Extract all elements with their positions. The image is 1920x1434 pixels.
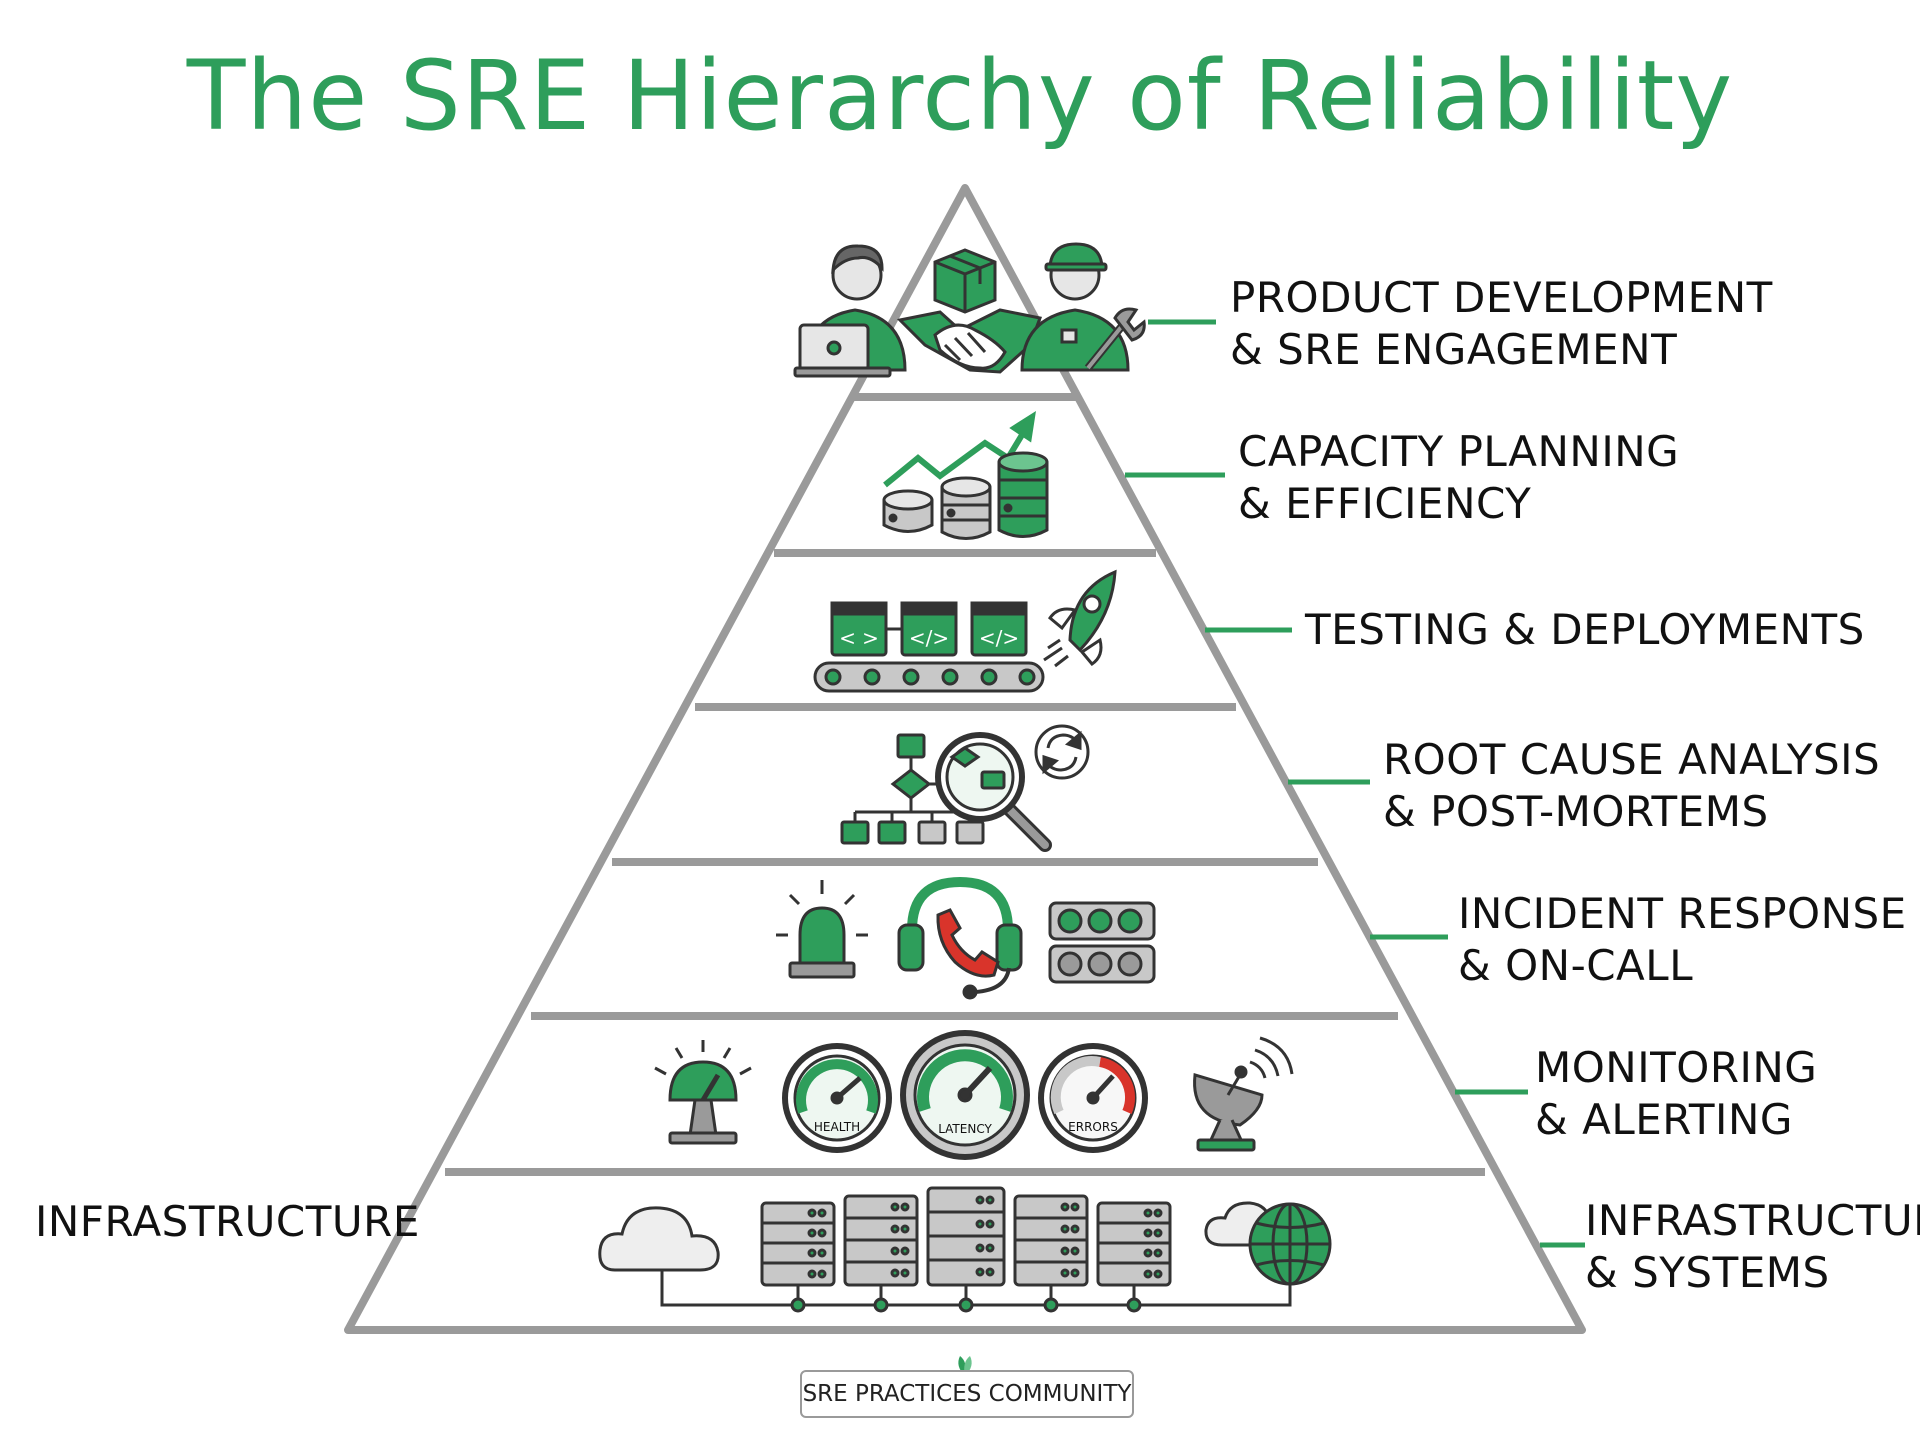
errors-gauge: ERRORS [1038, 1043, 1148, 1153]
gauge-label-health: HEALTH [814, 1120, 860, 1134]
code-window-icon: < > </> </> [830, 601, 1028, 657]
growth-arrow-icon [883, 423, 1031, 488]
level-label-line: & EFFICIENCY [1238, 479, 1532, 528]
package-icon [933, 248, 997, 314]
level-6-icons: HEALTH LATENCY ERRORS [654, 1030, 1294, 1160]
satellite-dish-icon [1193, 1036, 1294, 1152]
level-label-line: ROOT CAUSE ANALYSIS [1383, 735, 1881, 784]
level-label-line: & SRE ENGAGEMENT [1230, 325, 1678, 374]
level-label-line: & ALERTING [1535, 1095, 1793, 1144]
rocket-icon [1043, 569, 1117, 668]
flowchart-icon [840, 733, 985, 845]
magnifier-icon [935, 732, 1052, 852]
cloud-icon [598, 1206, 720, 1272]
status-lights-icon [1048, 901, 1156, 984]
gauge-label-errors: ERRORS [1068, 1120, 1118, 1134]
svg-text:</>: </> [909, 626, 949, 650]
level-label-product-development: PRODUCT DEVELOPMENT & SRE ENGAGEMENT [1230, 272, 1773, 376]
level-1-icons [793, 242, 1146, 378]
level-3-icons: < > </> </> [813, 569, 1117, 693]
handshake-icon [896, 308, 1043, 374]
globe-icon [1248, 1202, 1332, 1286]
level-7-icons [598, 1186, 1332, 1313]
level-label-capacity-planning: CAPACITY PLANNING & EFFICIENCY [1238, 426, 1679, 530]
level-label-line: CAPACITY PLANNING [1238, 427, 1680, 476]
wrench-icon [1084, 307, 1146, 371]
network-wiring [660, 1270, 1292, 1313]
conveyor-icon [813, 661, 1045, 693]
level-label-line: & SYSTEMS [1585, 1248, 1830, 1297]
level-label-testing-deployments: TESTING & DEPLOYMENTS [1305, 604, 1865, 656]
level-label-line: INFRASTRUCTURE [1585, 1196, 1920, 1245]
level-5-icons [776, 876, 1156, 1000]
level-2-icons [882, 410, 1049, 540]
svg-text:< >: < > [839, 626, 879, 650]
level-label-line: TESTING & DEPLOYMENTS [1305, 605, 1865, 654]
latency-gauge: LATENCY [900, 1030, 1030, 1160]
growth-arrow-head [1009, 410, 1036, 443]
headset-phone-icon [897, 876, 1023, 1000]
laptop-icon [793, 323, 892, 378]
server-rack-icon [760, 1186, 1172, 1287]
database-stack-icon [882, 451, 1049, 540]
page-title: The SRE Hierarchy of Reliability [186, 40, 1734, 152]
dial-icon [654, 1040, 752, 1145]
refresh-icon [1034, 724, 1090, 780]
engineer-icon [1020, 242, 1130, 372]
level-label-line: INCIDENT RESPONSE [1458, 889, 1907, 938]
level-label-infrastructure-systems: INFRASTRUCTURE & SYSTEMS [1585, 1195, 1920, 1299]
gauge-label-latency: LATENCY [938, 1122, 992, 1136]
level-label-line: MONITORING [1535, 1043, 1818, 1092]
left-label-infrastructure: INFRASTRUCTURE [35, 1197, 420, 1246]
level-label-line: & POST-MORTEMS [1383, 787, 1769, 836]
svg-text:</>: </> [979, 626, 1019, 650]
level-label-line: & ON-CALL [1458, 941, 1694, 990]
health-gauge: HEALTH [782, 1043, 892, 1153]
footer-badge: SRE PRACTICES COMMUNITY [800, 1370, 1134, 1418]
level-label-incident-response: INCIDENT RESPONSE & ON-CALL [1458, 888, 1907, 992]
level-4-icons [840, 724, 1090, 852]
level-label-root-cause-analysis: ROOT CAUSE ANALYSIS & POST-MORTEMS [1383, 734, 1880, 838]
level-label-line: PRODUCT DEVELOPMENT [1230, 273, 1773, 322]
level-label-monitoring: MONITORING & ALERTING [1535, 1042, 1817, 1146]
siren-icon [776, 880, 868, 979]
